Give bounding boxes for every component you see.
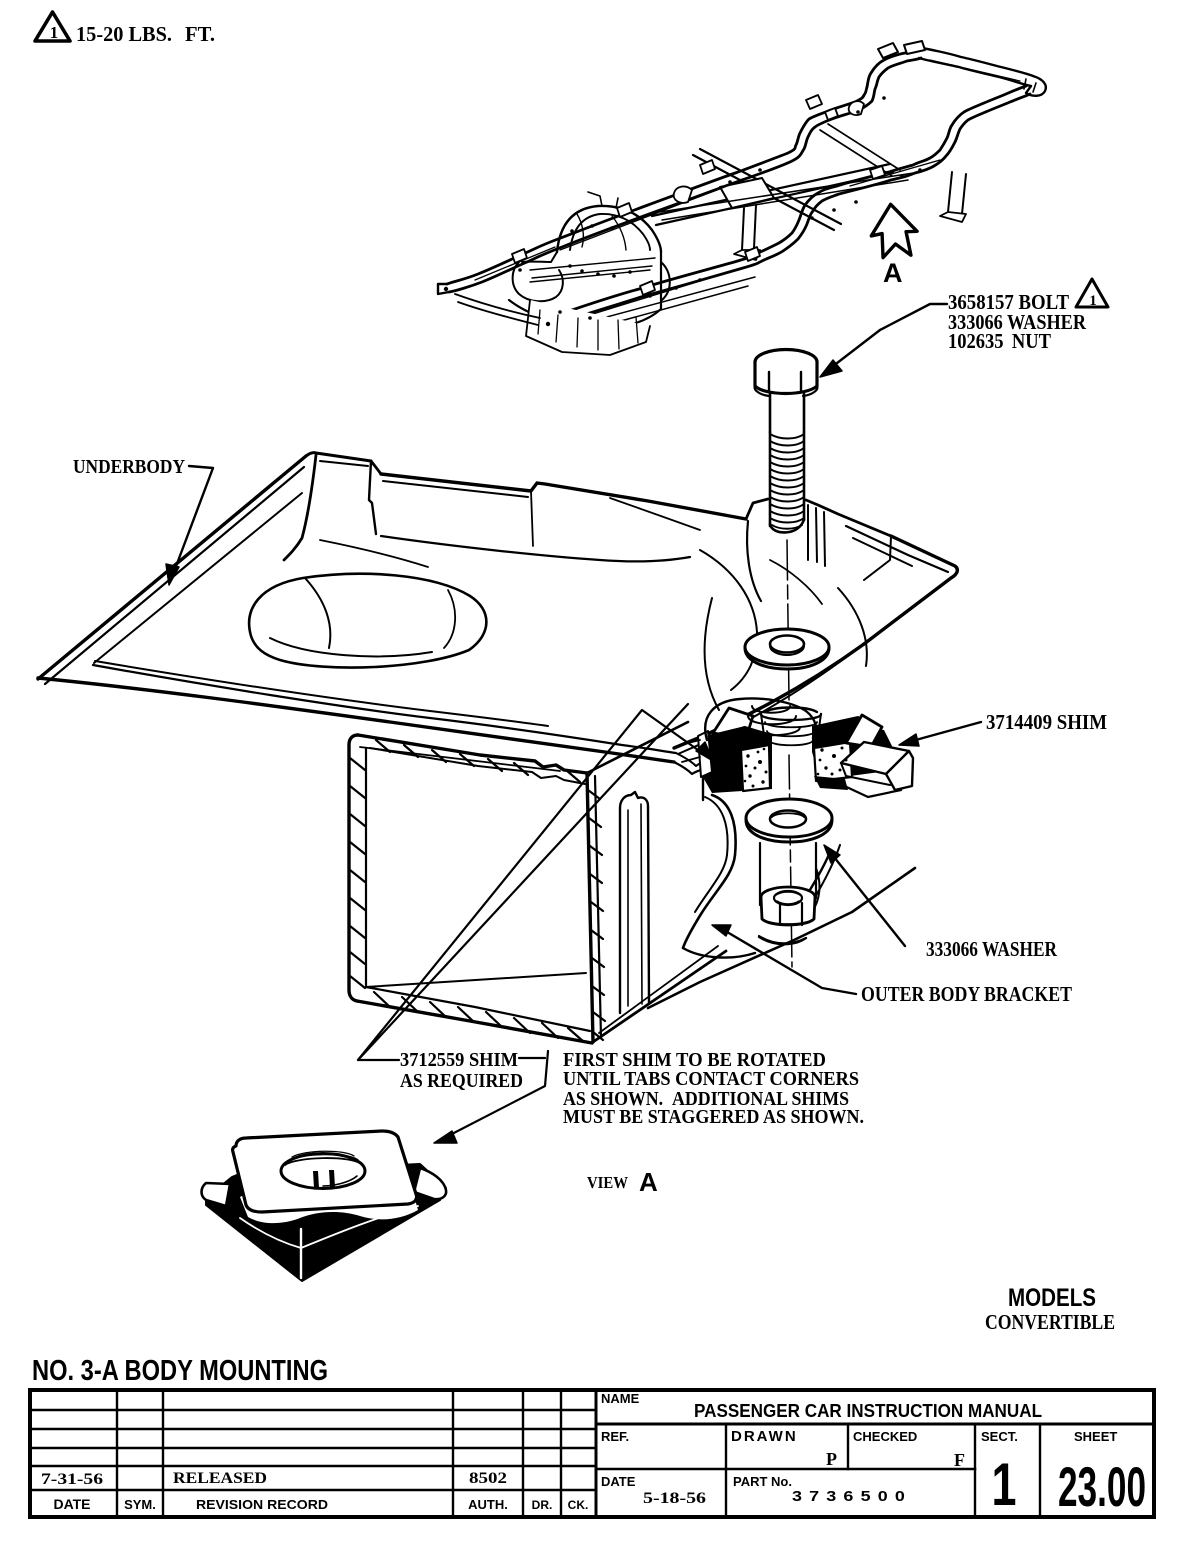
svg-text:15-20 LBS.: 15-20 LBS. <box>76 22 172 46</box>
svg-text:UNDERBODY: UNDERBODY <box>73 456 185 478</box>
svg-text:DR.: DR. <box>532 1498 553 1512</box>
svg-text:SECT.: SECT. <box>981 1429 1018 1444</box>
svg-text:A: A <box>883 258 903 288</box>
svg-text:REVISION RECORD: REVISION RECORD <box>196 1497 328 1512</box>
svg-text:3712559 SHIM: 3712559 SHIM <box>400 1049 518 1071</box>
svg-text:CONVERTIBLE: CONVERTIBLE <box>985 1310 1115 1334</box>
svg-text:FT.: FT. <box>185 22 215 46</box>
svg-text:FIRST SHIM TO BE ROTATED: FIRST SHIM TO BE ROTATED <box>563 1049 826 1071</box>
svg-text:CK.: CK. <box>568 1498 589 1512</box>
svg-text:1: 1 <box>992 1451 1017 1518</box>
svg-text:1: 1 <box>50 23 59 42</box>
svg-text:F: F <box>954 1450 965 1470</box>
svg-text:1: 1 <box>1089 293 1097 309</box>
svg-text:8502: 8502 <box>469 1470 507 1487</box>
svg-text:P: P <box>826 1449 837 1469</box>
svg-text:OUTER BODY BRACKET: OUTER BODY BRACKET <box>861 982 1072 1006</box>
svg-text:SHEET: SHEET <box>1074 1429 1117 1444</box>
svg-text:RELEASED: RELEASED <box>173 1470 267 1487</box>
svg-text:PART No.: PART No. <box>733 1474 792 1489</box>
svg-text:CHECKED: CHECKED <box>853 1429 917 1444</box>
svg-text:NAME: NAME <box>601 1391 640 1406</box>
svg-text:SYM.: SYM. <box>124 1497 156 1512</box>
svg-text:333066 WASHER: 333066 WASHER <box>926 937 1058 961</box>
svg-text:NO. 3-A BODY MOUNTING: NO. 3-A BODY MOUNTING <box>32 1355 328 1387</box>
svg-text:DRAWN: DRAWN <box>731 1428 798 1445</box>
svg-text:3658157 BOLT: 3658157 BOLT <box>948 290 1069 314</box>
svg-text:REF.: REF. <box>601 1429 629 1444</box>
svg-text:23.00: 23.00 <box>1058 1455 1146 1518</box>
svg-text:102635 NUT: 102635 NUT <box>948 329 1051 353</box>
svg-text:3736500: 3736500 <box>792 1488 912 1505</box>
svg-text:VIEW: VIEW <box>587 1173 628 1192</box>
svg-text:AS REQUIRED: AS REQUIRED <box>400 1070 523 1092</box>
svg-text:3714409 SHIM: 3714409 SHIM <box>986 710 1107 734</box>
svg-text:5-18-56: 5-18-56 <box>643 1490 706 1507</box>
svg-text:UNTIL TABS CONTACT CORNERS: UNTIL TABS CONTACT CORNERS <box>563 1068 859 1090</box>
svg-text:A: A <box>639 1167 658 1197</box>
svg-text:AS SHOWN. ADDITIONAL SHIMS: AS SHOWN. ADDITIONAL SHIMS <box>563 1088 849 1110</box>
svg-text:DATE: DATE <box>53 1496 90 1512</box>
svg-text:PASSENGER CAR INSTRUCTION MANU: PASSENGER CAR INSTRUCTION MANUAL <box>694 1401 1042 1421</box>
svg-text:MODELS: MODELS <box>1008 1284 1096 1312</box>
svg-text:7-31-56: 7-31-56 <box>41 1471 103 1488</box>
svg-text:DATE: DATE <box>601 1474 636 1489</box>
svg-text:MUST BE STAGGERED AS SHOWN.: MUST BE STAGGERED AS SHOWN. <box>563 1106 864 1128</box>
svg-text:333066 WASHER: 333066 WASHER <box>948 310 1087 334</box>
svg-text:AUTH.: AUTH. <box>468 1497 508 1512</box>
